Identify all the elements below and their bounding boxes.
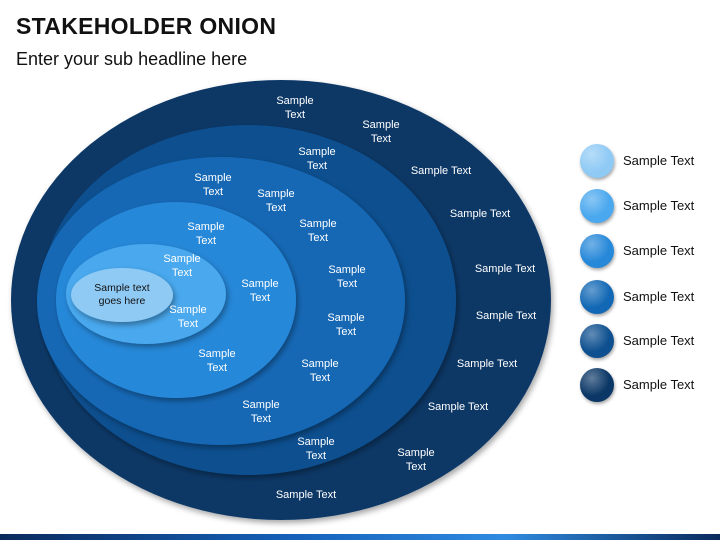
legend-item: Sample Text (580, 234, 715, 270)
page-subtitle: Enter your sub headline here (16, 49, 248, 69)
ring1-label: Sample Text (475, 310, 537, 322)
legend-swatch (580, 234, 614, 268)
legend-item: Sample Text (580, 368, 715, 404)
legend-swatch (580, 144, 614, 178)
ring1-label: Sample Text (276, 95, 314, 121)
ring5-label: Sample Text (169, 304, 207, 330)
core-ellipse (71, 268, 173, 322)
page-title: STAKEHOLDER ONION (16, 13, 277, 39)
ring1-label: Sample Text (427, 401, 489, 413)
ring3-label: Sample Text (327, 312, 365, 338)
ring3-label: Sample Text (187, 221, 225, 247)
legend-swatch (580, 368, 614, 402)
ring1-label: Sample Text (275, 489, 337, 501)
ring4-label: Sample Text (241, 278, 279, 304)
core-label: Sample text goes here (94, 282, 150, 307)
legend-label: Sample Text (623, 289, 695, 304)
legend-swatch (580, 189, 614, 223)
legend-label: Sample Text (623, 377, 695, 392)
ring1-label: Sample Text (397, 447, 435, 473)
legend-item: Sample Text (580, 189, 715, 225)
ring5-label: Sample Text (163, 253, 201, 279)
ring1-label: Sample Text (456, 358, 518, 370)
ring3-label: Sample Text (299, 218, 337, 244)
legend-item: Sample Text (580, 280, 715, 316)
legend-swatch (580, 324, 614, 358)
ring1-label: Sample Text (449, 208, 511, 220)
ring1-label: Sample Text (410, 165, 472, 177)
footer-bar (0, 534, 720, 540)
ring1-label: Sample Text (362, 119, 400, 145)
ring3-label: Sample Text (301, 358, 339, 384)
ring1-label: Sample Text (474, 263, 536, 275)
legend-label: Sample Text (623, 198, 695, 213)
ring3-label: Sample Text (198, 348, 236, 374)
legend-item: Sample Text (580, 144, 715, 180)
ring2-label: Sample Text (257, 188, 295, 214)
ring2-label: Sample Text (298, 146, 336, 172)
ring2-label: Sample Text (194, 172, 232, 198)
ring2-label: Sample Text (297, 436, 335, 462)
legend-label: Sample Text (623, 243, 695, 258)
legend-item: Sample Text (580, 324, 715, 360)
ring3-label: Sample Text (328, 264, 366, 290)
legend-swatch (580, 280, 614, 314)
ring2-label: Sample Text (242, 399, 280, 425)
legend-label: Sample Text (623, 333, 695, 348)
legend-label: Sample Text (623, 153, 695, 168)
